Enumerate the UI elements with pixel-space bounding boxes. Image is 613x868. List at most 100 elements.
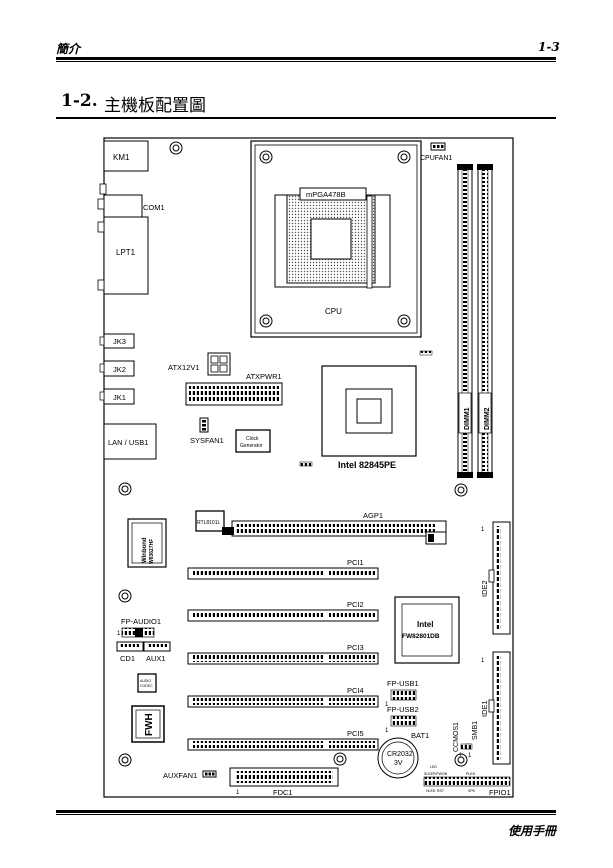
cpu-area: mPGA478B CPU: [250, 140, 422, 338]
ccmos1-label: CCMOS1: [453, 722, 460, 752]
clock-label-1: Clock: [246, 436, 259, 442]
header-page-number: 1-3: [538, 40, 560, 54]
fp-audio1-label: FP-AUDIO1: [121, 617, 161, 626]
pci1-label: PCI1: [347, 558, 364, 567]
fp-audio1-header: FP-AUDIO1 1: [117, 617, 161, 638]
atxpwr1-connector: ATXPWR1: [185, 372, 283, 406]
ccmos1-pin1: 1: [459, 753, 463, 759]
section-title: 主機板配置圖: [104, 96, 206, 116]
cd1-label: CD1: [120, 654, 135, 663]
bat1-label: BAT1: [411, 731, 429, 740]
fpio-led-label: LED: [430, 765, 437, 769]
footer-rule: [56, 810, 556, 813]
jk3-label: JK3: [113, 337, 126, 346]
header-chapter: 簡介: [56, 42, 81, 56]
rtl8101l-chip: RTL8101L: [195, 510, 225, 532]
audio-codec-chip: AUDIO CODEC: [137, 673, 157, 693]
battery-voltage-label: 3V: [394, 760, 403, 767]
fpio-pled-label: PLED: [466, 772, 476, 776]
pci2-label: PCI2: [347, 600, 364, 609]
km1-connector: KM1: [103, 140, 149, 172]
pci2-slot: PCI2: [187, 600, 379, 622]
atx12v1-label: ATX12V1: [168, 363, 200, 372]
jk1-connector: JK1: [99, 388, 135, 405]
pci5-label: PCI5: [347, 729, 364, 738]
com1-connector: COM1: [97, 183, 165, 218]
header-rule: [56, 57, 556, 60]
northbridge-label: Intel 82845PE: [338, 460, 396, 470]
northbridge-chip: Intel 82845PE: [321, 365, 417, 470]
cpufan1-header: CPUFAN1: [420, 142, 452, 162]
com1-label: COM1: [143, 203, 165, 212]
ide1-pin1: 1: [481, 658, 485, 664]
southbridge-label-2: FW82801DB: [402, 633, 440, 640]
pci3-label: PCI3: [347, 643, 364, 652]
battery-type-label: CR2032: [387, 751, 413, 758]
lpt1-label: LPT1: [116, 248, 136, 257]
header-rule-thin: [56, 61, 556, 62]
fwh-label: FWH: [144, 713, 155, 736]
lan-usb1-connector: LAN / USB1: [103, 423, 157, 460]
ide2-connector: 1 IDE2: [480, 521, 511, 635]
cpufan1-label: CPUFAN1: [420, 155, 452, 162]
clock-label-2: Generator: [240, 443, 263, 449]
dimm1-label: DIMM1: [464, 407, 471, 430]
winbond-superio-chip: Winbond W83627HF: [127, 518, 167, 568]
pci3-slot: PCI3: [187, 643, 379, 665]
dimm2-label: DIMM2: [484, 407, 491, 430]
winbond-label-1: Winbond: [142, 537, 148, 563]
bat1-battery: BAT1 CR2032 3V: [377, 731, 429, 779]
ide2-label: IDE2: [480, 580, 489, 597]
jumper-near-clock: [299, 461, 313, 467]
jk2-label: JK2: [113, 365, 126, 374]
fp-usb2-pin1: 1: [385, 728, 389, 734]
agp1-slot: AGP1: [222, 511, 447, 545]
fp-audio1-pin1: 1: [117, 631, 121, 637]
jk3-connector: JK3: [99, 333, 135, 349]
aux1-label: AUX1: [146, 654, 166, 663]
section-rule: [56, 117, 556, 119]
jk1-label: JK1: [113, 393, 126, 402]
fp-usb1-header: FP-USB1 1: [385, 679, 419, 708]
lpt1-connector: LPT1: [97, 216, 149, 295]
cd1-connector: CD1: [116, 641, 144, 663]
fdc1-label: FDC1: [273, 788, 293, 797]
pci4-label: PCI4: [347, 686, 364, 695]
sysfan1-label: SYSFAN1: [190, 436, 224, 445]
footer-title: 使用手冊: [508, 824, 557, 838]
pci5-slot: PCI5: [187, 729, 379, 751]
jk2-connector: JK2: [99, 360, 135, 377]
auxfan1-label: AUXFAN1: [163, 771, 197, 780]
southbridge-chip: Intel FW82801DB: [394, 596, 460, 664]
fdc1-connector: 1 FDC1: [229, 767, 339, 797]
audio-codec-label-2: CODEC: [140, 684, 153, 688]
ide1-label: IDE1: [480, 700, 489, 717]
km1-label: KM1: [113, 153, 130, 162]
audio-codec-label-1: AUDIO: [140, 679, 151, 683]
fp-usb2-label: FP-USB2: [387, 705, 419, 714]
smb1-pin1: 1: [468, 753, 472, 759]
dimm2-slot: DIMM2: [477, 164, 493, 478]
fwh-chip: FWH: [131, 705, 165, 743]
fpio-hled-label: HLED: [426, 789, 436, 793]
fpio1-label: FPIO1: [489, 788, 511, 797]
atxpwr1-label: ATXPWR1: [246, 372, 282, 381]
dimm1-slot: DIMM1: [457, 164, 473, 478]
aux1-connector: AUX1: [143, 641, 171, 663]
fpio1-header: LED SLEEP/PWON PLED HLED RST SPK FPIO1: [423, 765, 511, 797]
fpio-rst-label: RST: [437, 789, 445, 793]
footer-rule-thin: [56, 814, 556, 815]
pci4-slot: PCI4: [187, 686, 379, 708]
fdc1-pin1: 1: [236, 790, 240, 796]
board-outline: [103, 137, 514, 798]
fpio-sleep-label: SLEEP/PWON: [424, 772, 448, 776]
cpu-socket-label: mPGA478B: [306, 190, 346, 199]
pci1-slot: PCI1: [187, 558, 379, 580]
fpio-spk-label: SPK: [468, 789, 476, 793]
agp1-label: AGP1: [363, 511, 383, 520]
cpu-label: CPU: [325, 307, 342, 316]
clock-generator-chip: Clock Generator: [235, 429, 271, 453]
rtl8101l-label: RTL8101L: [197, 520, 220, 526]
smb1-label: SMB1: [472, 721, 479, 740]
